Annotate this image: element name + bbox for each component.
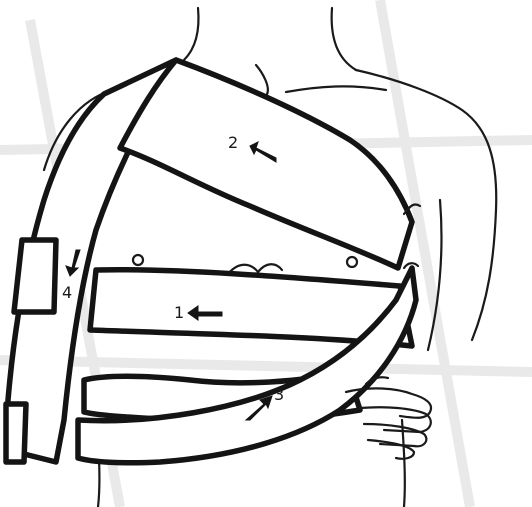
label-band-2: 2 — [228, 133, 238, 152]
label-band-1: 1 — [174, 303, 184, 322]
band-2 — [120, 60, 412, 268]
label-band-3: 3 — [274, 385, 284, 404]
strap-loop-upper — [14, 240, 56, 312]
label-band-4: 4 — [62, 283, 72, 302]
strap-loop-lower — [6, 404, 26, 462]
hand-outline — [346, 377, 431, 459]
